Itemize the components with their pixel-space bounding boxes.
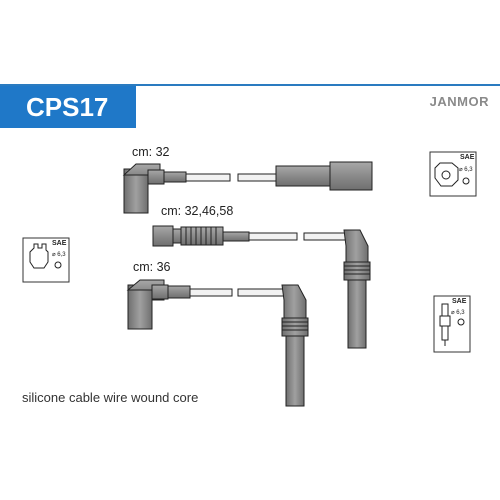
spark-plug-icon [433, 295, 471, 353]
sae-label-plug: SAE [452, 298, 467, 305]
size-label-left: ⌀ 6,3 [52, 252, 66, 258]
product-code-badge [0, 86, 136, 128]
cable-1-length-label: cm: 32 [132, 145, 170, 159]
size-label-plug: ⌀ 6,3 [451, 310, 465, 316]
distributor-cap-icon-right [429, 151, 477, 197]
cable-2 [152, 225, 371, 349]
sae-label-left: SAE [52, 240, 67, 247]
distributor-cap-icon-left [22, 237, 70, 283]
brand-name: JANMOR [429, 94, 489, 109]
cable-2-wire-b [303, 232, 349, 241]
cable-2-ribbed-sleeve [180, 226, 224, 246]
cable-1 [122, 161, 373, 214]
cable-2-wire-a [248, 232, 298, 241]
cable-1-angled-boot [123, 168, 149, 214]
cable-2-plug-boot-elbow [343, 229, 369, 263]
footer-description: silicone cable wire wound core [22, 390, 199, 405]
cable-3-length-label: cm: 36 [133, 260, 171, 274]
cable-1-wire-a [185, 173, 231, 182]
product-code: CPS17 [26, 92, 109, 122]
cable-3-plug-boot-elbow [281, 284, 307, 319]
cable-3-wire-b [237, 288, 285, 297]
cable-1-straight-boot [275, 165, 331, 187]
cable-1-wire-b [237, 173, 277, 182]
cable-3-wire-a [189, 288, 233, 297]
size-label-right: ⌀ 6,3 [459, 167, 473, 173]
header-rule [0, 84, 500, 86]
cable-2-length-label: cm: 32,46,58 [161, 204, 234, 218]
cable-3 [126, 279, 309, 407]
sae-label-right: SAE [460, 154, 475, 161]
cable-2-distributor-boot [152, 225, 174, 247]
cable-3-angled-boot [127, 284, 153, 330]
